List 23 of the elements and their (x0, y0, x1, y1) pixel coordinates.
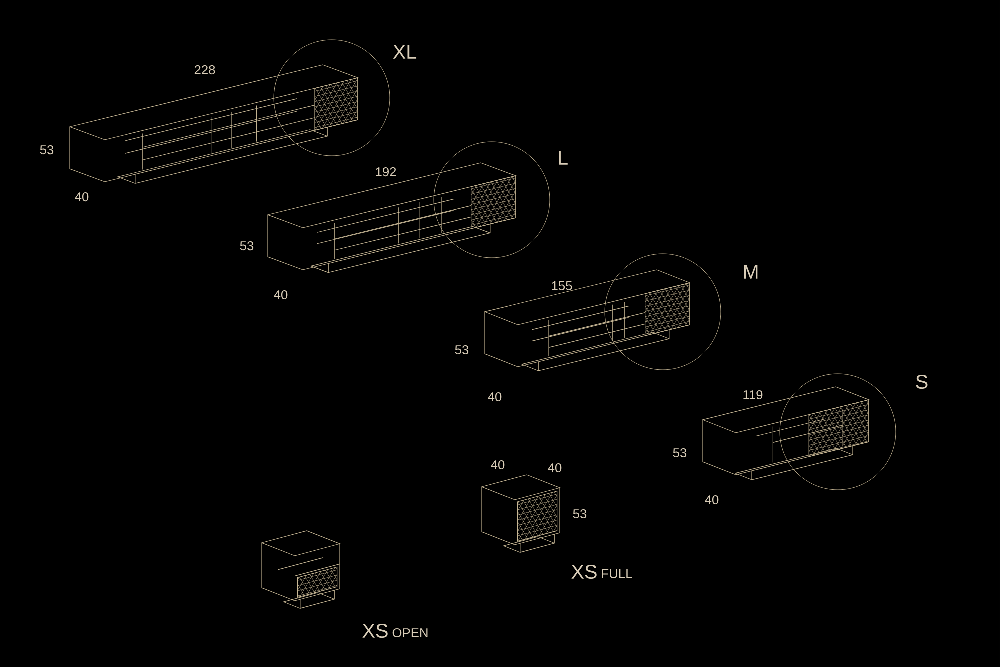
dimension-label: 40 (488, 392, 502, 402)
size-label: XS (572, 564, 597, 580)
size-label: XS (362, 624, 388, 638)
dimension-label: 40 (274, 290, 288, 300)
dimension-label: 119 (744, 390, 763, 400)
dimension-label: 53 (673, 448, 687, 458)
size-label: OPEN (392, 628, 428, 638)
dimension-label: 40 (491, 460, 505, 470)
dimension-label: 40 (75, 192, 89, 202)
size-label: L (559, 151, 568, 165)
size-label: M (744, 265, 758, 279)
size-label: FULL (602, 570, 632, 578)
size-label: S (916, 374, 928, 390)
dimension-label: 53 (455, 345, 469, 355)
dimension-label: 155 (552, 282, 572, 290)
dimension-label: 53 (40, 145, 54, 155)
dimension-label: 53 (573, 509, 587, 519)
dimension-label: 40 (705, 495, 719, 505)
dimension-label: 53 (240, 241, 254, 251)
dimension-label: 228 (194, 65, 216, 75)
dimension-label: 192 (376, 167, 396, 177)
dimension-label: 40 (548, 463, 562, 473)
size-label: XL (393, 45, 417, 59)
